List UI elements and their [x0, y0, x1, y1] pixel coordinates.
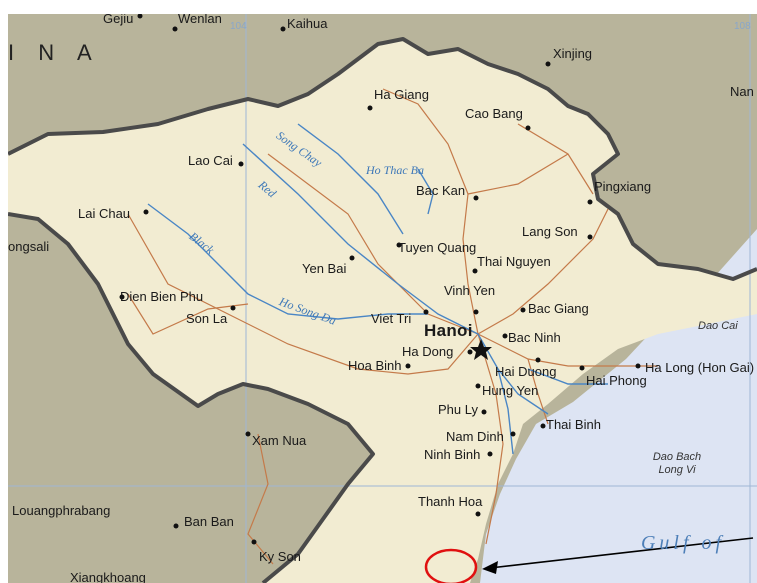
city-ky-son[interactable]: Ky Son: [259, 549, 301, 564]
island-dao-bach-long-vi: Dao Bach Long Vi: [652, 451, 702, 476]
city-hoa-binh[interactable]: Hoa Binh: [348, 358, 402, 373]
country-label: I N A: [8, 40, 101, 65]
city-xam-nua[interactable]: Xam Nua: [252, 433, 307, 448]
pointer-arrow-head: [482, 561, 498, 574]
island-dao-cai: Dao Cai: [698, 320, 738, 332]
city-nan[interactable]: Nan: [730, 84, 754, 99]
city-louangphrabang[interactable]: Louangphrabang: [12, 503, 111, 518]
city-thanh-hoa[interactable]: Thanh Hoa: [418, 494, 483, 509]
city-hanoi[interactable]: Hanoi: [424, 321, 473, 340]
hanoi-star: [470, 339, 492, 360]
city-ban-ban[interactable]: Ban Ban: [184, 514, 234, 529]
city-tuyen-quang[interactable]: Tuyen Quang: [398, 240, 477, 255]
grid-label-108: 108: [734, 21, 751, 32]
grid-label-104: 104: [230, 21, 247, 32]
city-nam-dinh[interactable]: Nam Dinh: [446, 429, 504, 444]
city-thai-binh[interactable]: Thai Binh: [546, 417, 601, 432]
city-thai-nguyen[interactable]: Thai Nguyen: [477, 254, 551, 269]
city-yen-bai[interactable]: Yen Bai: [302, 261, 347, 276]
map-graphics: [8, 14, 757, 583]
city-ongsali[interactable]: ongsali: [8, 239, 50, 254]
city-hai-phong[interactable]: Hai Phong: [586, 373, 647, 388]
city-cao-bang[interactable]: Cao Bang: [465, 106, 523, 121]
city-phu-ly[interactable]: Phu Ly: [438, 402, 478, 417]
national-border: [8, 37, 757, 281]
city-vinh-yen[interactable]: Vinh Yen: [444, 283, 496, 298]
city-pingxiang[interactable]: Pingxiang: [594, 179, 652, 194]
city-hung-yen[interactable]: Hung Yen: [482, 383, 539, 398]
vietnam-land: [8, 39, 757, 583]
vietnam-map[interactable]: I N A 104 108 Gejiu Wenlan Kaihua Xinjin…: [8, 14, 757, 583]
laos-border: [8, 212, 375, 583]
city-bac-giang[interactable]: Bac Giang: [528, 301, 589, 316]
city-dien-bien-phu[interactable]: Dien Bien Phu: [120, 289, 204, 304]
city-ha-long[interactable]: Ha Long (Hon Gai): [645, 360, 755, 375]
city-son-la[interactable]: Son La: [186, 311, 228, 326]
city-lai-chau[interactable]: Lai Chau: [78, 206, 131, 221]
city-lao-cai[interactable]: Lao Cai: [188, 153, 233, 168]
city-ninh-binh[interactable]: Ninh Binh: [424, 447, 481, 462]
city-gejiu[interactable]: Gejiu: [103, 14, 134, 26]
city-bac-ninh[interactable]: Bac Ninh: [508, 330, 561, 345]
city-lang-son[interactable]: Lang Son: [522, 224, 578, 239]
city-viet-tri[interactable]: Viet Tri: [371, 311, 412, 326]
pointer-arrow-line: [489, 537, 754, 569]
city-ha-dong[interactable]: Ha Dong: [402, 344, 454, 359]
city-xinjing[interactable]: Xinjing: [553, 46, 593, 61]
river-ho-thac-ba: Ho Thac Ba: [366, 163, 424, 177]
city-xiangkhoang[interactable]: Xiangkhoang: [70, 570, 146, 583]
city-hai-duong[interactable]: Hai Duong: [495, 364, 557, 379]
sea-gulf-of: Gulf of: [640, 532, 726, 554]
city-ha-giang[interactable]: Ha Giang: [374, 87, 429, 102]
city-bac-kan[interactable]: Bac Kan: [416, 183, 466, 198]
highlight-circle: [424, 548, 478, 583]
city-kaihua[interactable]: Kaihua: [287, 16, 328, 31]
city-wenlan[interactable]: Wenlan: [178, 14, 222, 26]
